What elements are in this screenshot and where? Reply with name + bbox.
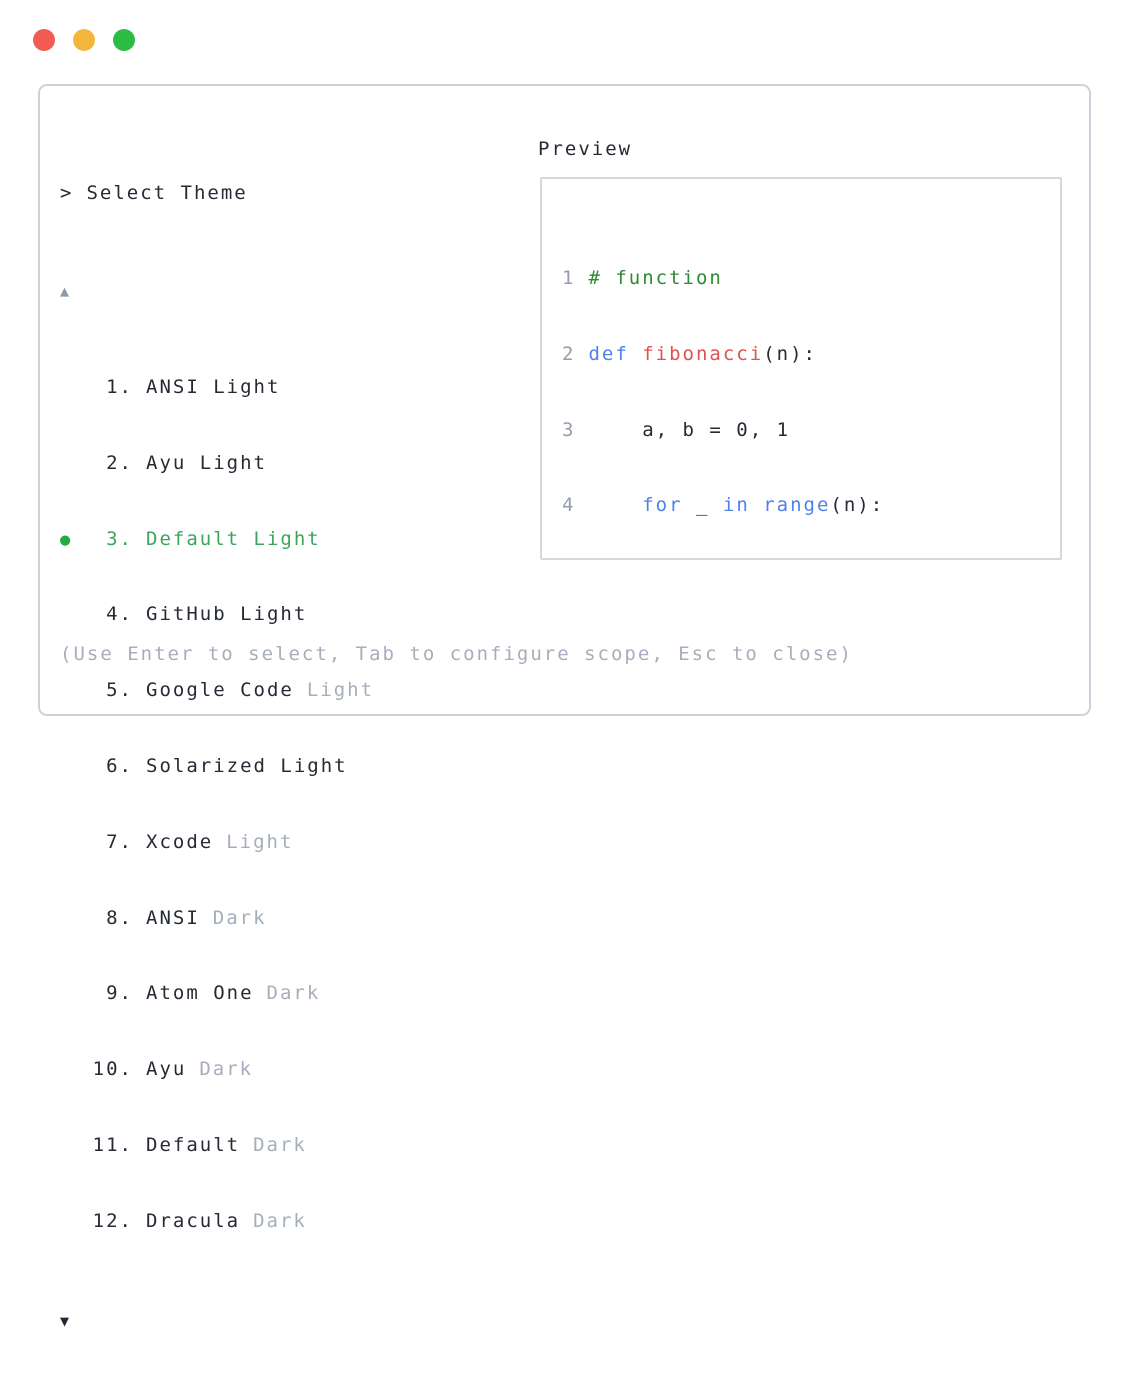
- theme-variant: Light: [306, 679, 375, 702]
- theme-option-ansi-dark[interactable]: 8. ANSI Dark: [60, 903, 374, 935]
- code-line: 4 for _ in range(n):: [562, 494, 885, 517]
- code-line: 1# function: [562, 267, 723, 289]
- theme-name: ANSI: [146, 906, 200, 929]
- theme-variant: Dark: [253, 1133, 307, 1156]
- theme-variant: Dark: [266, 982, 321, 1005]
- code-line: 3 a, b = 0, 1: [562, 418, 791, 441]
- theme-option-google-code-light[interactable]: 5. Google Code Light: [60, 675, 374, 707]
- theme-option-dracula-dark[interactable]: 12. Dracula Dark: [60, 1206, 374, 1238]
- theme-option-ayu-dark[interactable]: 10. Ayu Dark: [60, 1054, 374, 1086]
- theme-name: GitHub Light: [146, 603, 308, 626]
- line-number: 2: [562, 342, 576, 365]
- theme-number: 1.: [106, 376, 133, 398]
- prompt-line: > Select Theme: [60, 178, 374, 208]
- prompt-label: Select Theme: [86, 182, 248, 204]
- theme-option-default-dark[interactable]: 11. Default Dark: [60, 1130, 374, 1162]
- theme-name: Xcode: [146, 830, 214, 853]
- theme-number: 2.: [106, 451, 133, 474]
- scroll-up-icon[interactable]: ▲: [60, 282, 70, 300]
- selected-bullet-icon: ●: [60, 529, 71, 550]
- theme-name: Solarized Light: [146, 754, 348, 777]
- theme-option-xcode-light[interactable]: 7. Xcode Light: [60, 827, 374, 859]
- theme-option-ansi-light[interactable]: 1. ANSI Light: [60, 372, 374, 404]
- theme-name: Ayu Light: [146, 451, 267, 474]
- theme-option-ayu-light[interactable]: 2. Ayu Light: [60, 448, 374, 480]
- theme-number: 3.: [106, 527, 133, 550]
- prompt-caret: >: [60, 182, 74, 204]
- theme-number: 4.: [106, 603, 133, 626]
- close-button-icon[interactable]: [33, 29, 55, 51]
- scroll-up-row: ▲: [60, 274, 374, 306]
- keyboard-hint: (Use Enter to select, Tab to configure s…: [60, 643, 853, 665]
- theme-variant: Dark: [253, 1209, 307, 1232]
- theme-number: 12.: [92, 1209, 133, 1232]
- theme-name: ANSI Light: [146, 376, 281, 398]
- preview-title: Preview: [538, 138, 633, 160]
- theme-number: 6.: [106, 754, 133, 777]
- theme-name: Default: [146, 1133, 241, 1156]
- theme-number: 8.: [106, 906, 133, 929]
- theme-name: Atom One: [146, 982, 254, 1005]
- theme-number: 7.: [106, 830, 133, 853]
- theme-name: Google Code: [146, 679, 294, 702]
- theme-name: Default Light: [146, 527, 321, 550]
- zoom-button-icon[interactable]: [113, 29, 135, 51]
- theme-option-solarized-light[interactable]: 6. Solarized Light: [60, 751, 374, 783]
- theme-name: Ayu: [146, 1058, 187, 1081]
- theme-variant: Light: [226, 830, 294, 853]
- line-number: 3: [562, 418, 576, 441]
- minimize-button-icon[interactable]: [73, 29, 95, 51]
- theme-variant: Dark: [212, 906, 267, 929]
- theme-number: 5.: [106, 679, 133, 702]
- scroll-down-row: ▼: [60, 1304, 374, 1336]
- scroll-down-icon[interactable]: ▼: [60, 1311, 70, 1330]
- theme-number: 10.: [92, 1058, 133, 1081]
- theme-number: 11.: [92, 1133, 133, 1156]
- line-number: 1: [562, 267, 576, 289]
- theme-number: 9.: [106, 982, 133, 1005]
- line-number: 4: [562, 494, 576, 517]
- theme-option-default-light-selected[interactable]: ● 3. Default Light: [60, 524, 374, 556]
- theme-picker-panel: > Select Theme ▲ 1. ANSI Light 2. Ayu Light…: [38, 84, 1091, 1330]
- theme-option-github-light[interactable]: 4. GitHub Light: [60, 599, 374, 631]
- window-controls: [33, 29, 135, 51]
- theme-name: Dracula: [146, 1209, 241, 1232]
- theme-option-atom-one-dark[interactable]: 9. Atom One Dark: [60, 978, 374, 1010]
- theme-variant: Dark: [199, 1058, 254, 1081]
